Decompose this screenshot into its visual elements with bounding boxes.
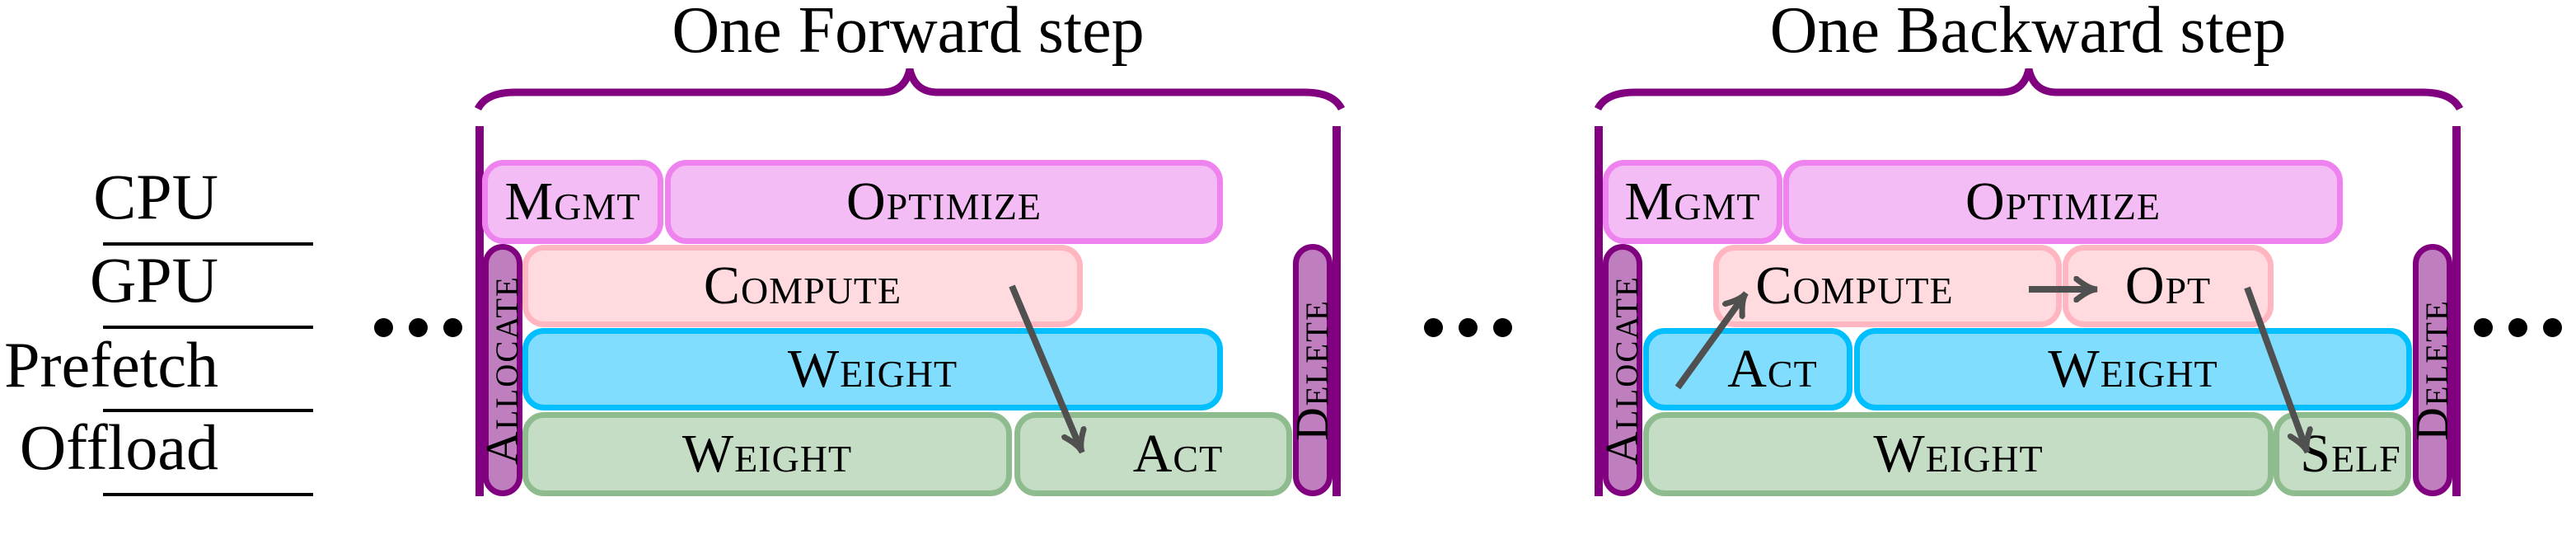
box-label: Opt <box>2124 256 2212 316</box>
box-label: Compute <box>703 256 902 316</box>
ellipsis-dot <box>443 318 462 337</box>
forward-allocate: Allocate <box>477 244 528 496</box>
box-label: Weight <box>1873 424 2044 484</box>
forward-prefetch-weight: Weight <box>522 328 1223 410</box>
backward-gpu-compute: Compute <box>1713 245 2062 327</box>
forward-left-boundary <box>475 126 484 496</box>
box-label: Act <box>1727 339 1818 399</box>
backward-prefetch-act: Act <box>1643 328 1852 410</box>
backward-right-boundary <box>2452 126 2461 496</box>
ellipsis-dot <box>1493 318 1512 337</box>
backward-offload-weight: Weight <box>1643 412 2274 496</box>
ellipsis-dot <box>2543 318 2562 337</box>
backward-prefetch-weight: Weight <box>1854 328 2412 410</box>
backward-step-title: One Backward step <box>1769 0 2287 67</box>
box-label: Weight <box>681 424 853 484</box>
forward-offload-weight: Weight <box>522 412 1012 496</box>
box-label: Optimize <box>1965 171 2161 232</box>
backward-brace <box>1594 68 2464 111</box>
row-label-gpu: GPU <box>89 244 218 316</box>
backward-cpu-optimize: Optimize <box>1783 160 2343 244</box>
row-divider <box>103 409 313 412</box>
arrow-act-to-compute <box>1674 295 1745 390</box>
backward-delete: Delete <box>2407 244 2458 496</box>
row-label-prefetch: Prefetch <box>4 329 218 401</box>
backward-allocate: Allocate <box>1597 244 1648 496</box>
ellipsis-dot <box>374 318 393 337</box>
box-label: Optimize <box>845 171 1042 232</box>
forward-cpu-optimize: Optimize <box>665 160 1223 244</box>
ellipsis-dot <box>1424 318 1443 337</box>
forward-right-boundary <box>1332 126 1341 496</box>
forward-delete: Delete <box>1287 244 1338 496</box>
arrow-opt-to-self <box>2244 286 2307 450</box>
box-label: Weight <box>787 339 958 399</box>
row-divider <box>103 493 313 496</box>
row-label-offload: Offload <box>19 411 218 483</box>
box-label: Weight <box>2048 339 2218 399</box>
arrow-compute-to-act <box>1009 284 1081 450</box>
backward-gpu-opt: Opt <box>2063 245 2274 327</box>
box-label: Mgmt <box>504 171 641 232</box>
backward-cpu-mgmt: Mgmt <box>1603 160 1782 244</box>
row-label-cpu: CPU <box>93 161 218 232</box>
backward-left-boundary <box>1595 126 1603 496</box>
box-label: Act <box>1132 424 1224 484</box>
box-label: Mgmt <box>1624 171 1761 232</box>
ellipsis-dot <box>2474 318 2493 337</box>
forward-offload-act: Act <box>1014 412 1292 496</box>
ellipsis-dot <box>409 318 428 337</box>
ellipsis-dot <box>2508 318 2527 337</box>
box-label: Compute <box>1755 256 1954 316</box>
forward-step-title: One Forward step <box>672 0 1145 67</box>
row-divider <box>103 326 313 329</box>
forward-brace <box>474 68 1346 111</box>
forward-cpu-mgmt: Mgmt <box>482 160 663 244</box>
forward-gpu-compute: Compute <box>522 245 1083 327</box>
box-label: Self <box>2300 424 2401 484</box>
row-divider <box>103 242 313 246</box>
ellipsis-dot <box>1459 318 1478 337</box>
